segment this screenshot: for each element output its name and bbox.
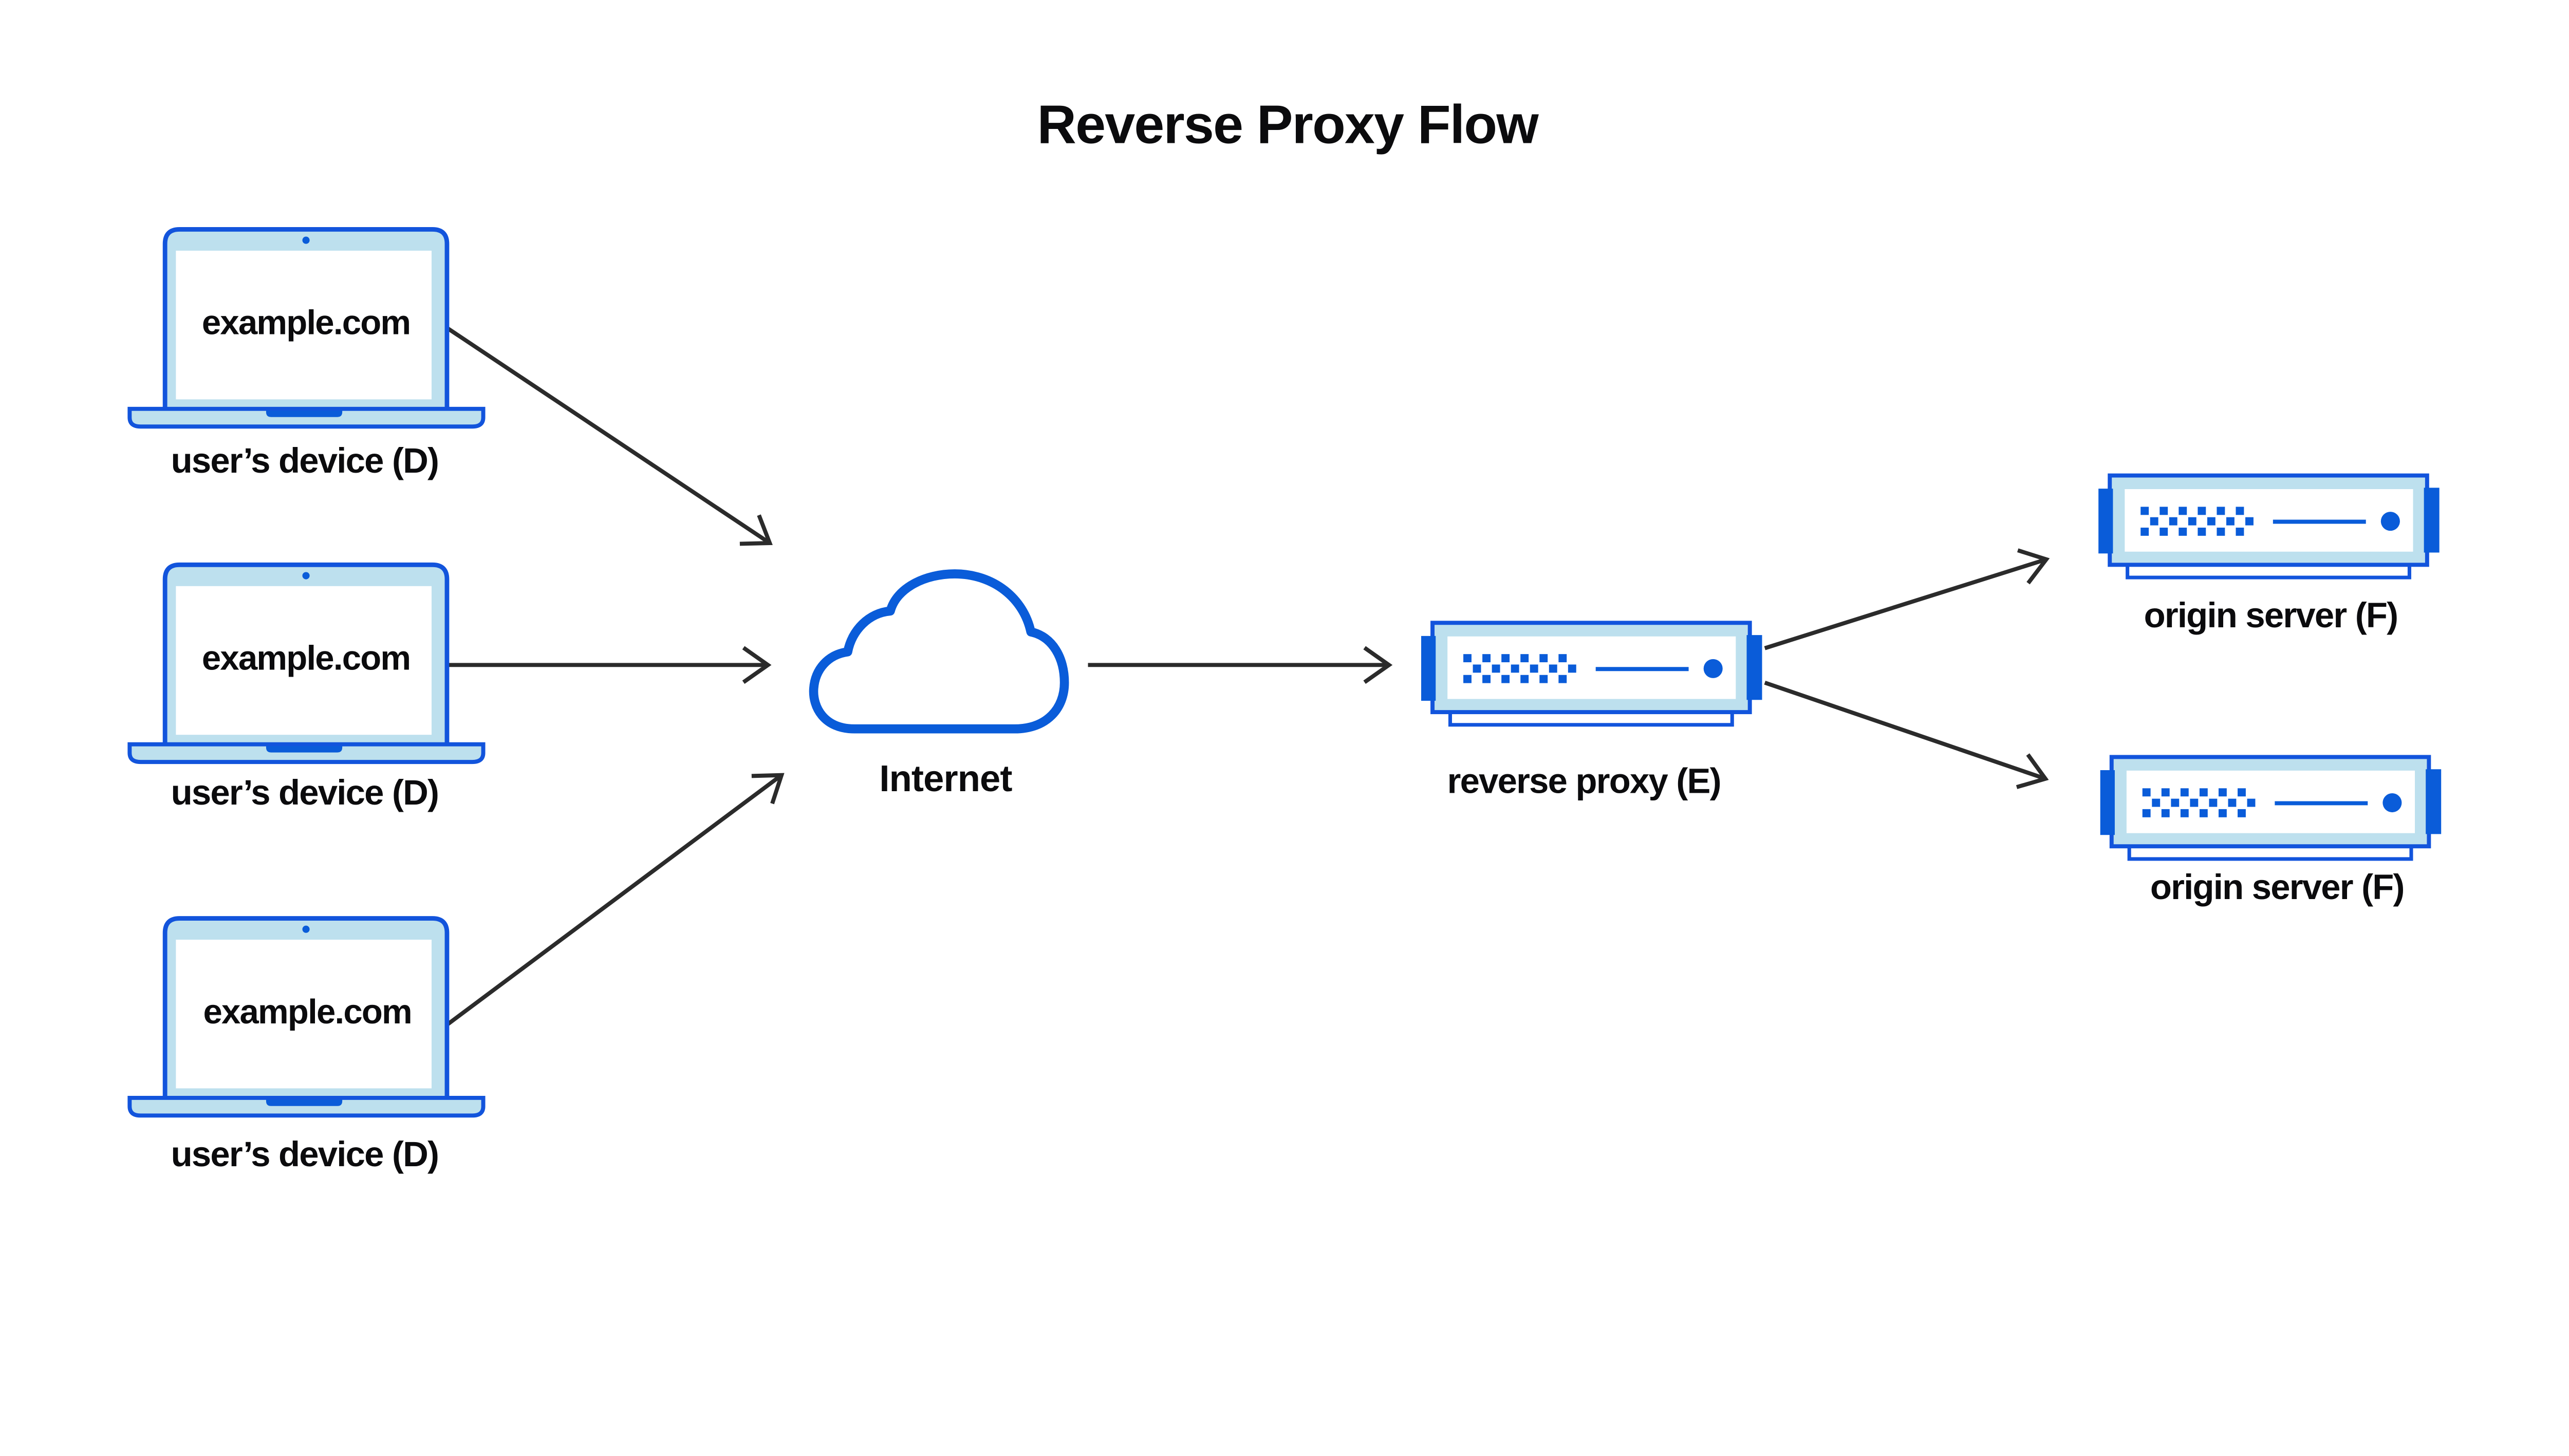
device2-label: user’s device (D): [171, 773, 439, 812]
cloud-icon: [809, 569, 1069, 734]
origin-server1-label: origin server (F): [2144, 595, 2398, 635]
server-icon: [2098, 476, 2439, 578]
reverse-proxy-label: reverse proxy (E): [1447, 761, 1721, 801]
device3-label: user’s device (D): [171, 1134, 439, 1174]
user-device-group-2: example.com user’s device (D): [129, 565, 483, 812]
origin-server-group-2: origin server (F): [2100, 757, 2441, 907]
user-device-group-3: example.com user’s device (D): [129, 919, 483, 1174]
user-device-group-1: example.com user’s device (D): [129, 229, 483, 480]
page-title: Reverse Proxy Flow: [1037, 95, 1539, 155]
server-icon: [1421, 623, 1762, 725]
reverse-proxy-flow-diagram: Reverse Proxy Flow example.com user’s de…: [127, 94, 2444, 1174]
device1-screen-text: example.com: [202, 304, 410, 342]
diagram-page: Reverse Proxy Flow example.com user’s de…: [127, 94, 2444, 1174]
device3-screen-text: example.com: [203, 993, 411, 1031]
arrows: [444, 325, 2050, 1028]
arrow-device1-to-internet: [444, 325, 773, 546]
origin-server2-label: origin server (F): [2150, 867, 2404, 907]
device1-label: user’s device (D): [171, 441, 439, 480]
arrow-proxy-to-origin2: [1764, 680, 2049, 789]
internet-label: Internet: [879, 758, 1012, 799]
origin-server-group-1: origin server (F): [2098, 476, 2439, 635]
device2-screen-text: example.com: [202, 639, 410, 678]
arrow-proxy-to-origin1: [1764, 548, 2050, 650]
server-icon: [2100, 757, 2441, 859]
arrow-device3-to-internet: [444, 773, 785, 1028]
reverse-proxy-group: reverse proxy (E): [1421, 623, 1762, 801]
internet-group: Internet: [809, 569, 1069, 799]
